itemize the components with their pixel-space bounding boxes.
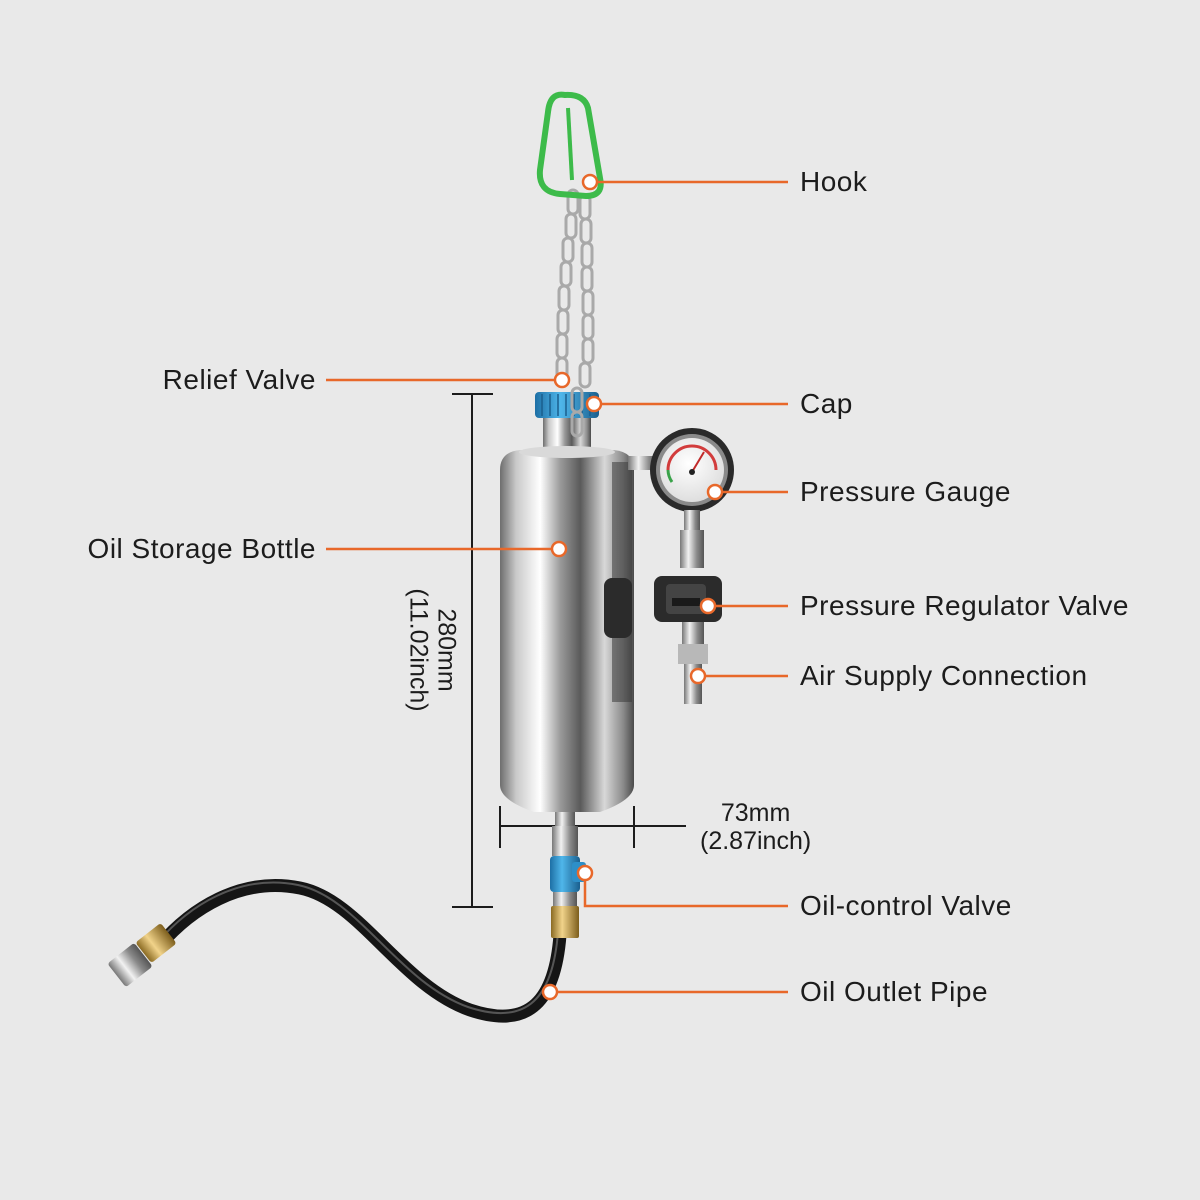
diameter-mm: 73mm	[720, 799, 791, 827]
regulator-stem	[680, 510, 704, 568]
height-dimension-text: 280mm (11.02inch)	[405, 500, 461, 800]
oil-storage-bottle-label: Oil Storage Bottle	[87, 533, 316, 564]
hose-end-fitting	[108, 924, 176, 987]
carabiner-hook	[536, 91, 604, 200]
height-mm: 280mm	[432, 608, 461, 692]
pressure-regulator-marker	[699, 597, 717, 615]
side-knob	[604, 462, 632, 702]
hook-marker	[581, 173, 599, 191]
cap-label: Cap	[800, 388, 853, 419]
width-dimension-line	[499, 806, 686, 848]
pressure-regulator-valve-label: Pressure Regulator Valve	[800, 590, 1129, 621]
oil-outlet-pipe-label: Oil Outlet Pipe	[800, 976, 989, 1007]
height-dimension-line	[452, 393, 493, 908]
air-supply-coupler	[678, 622, 708, 704]
pressure-gauge-label: Pressure Gauge	[800, 476, 1011, 507]
diameter-inch: (2.87inch)	[700, 826, 812, 855]
oil-outlet-pipe-marker	[541, 983, 559, 1001]
leader-lines	[326, 180, 788, 994]
air-supply-connection-label: Air Supply Connection	[800, 660, 1088, 691]
air-supply-marker	[689, 667, 707, 685]
cap-marker	[585, 395, 603, 413]
hook-label: Hook	[800, 166, 868, 197]
oil-storage-bottle-marker	[550, 540, 568, 558]
relief-valve-label: Relief Valve	[162, 364, 316, 395]
leader-endpoints	[541, 173, 724, 1001]
diameter-dimension-text: 73mm (2.87inch)	[700, 799, 812, 855]
hanging-chain	[555, 188, 595, 438]
height-inch: (11.02inch)	[405, 588, 433, 712]
relief-valve-marker	[553, 371, 571, 389]
pressure-gauge-marker	[706, 483, 724, 501]
oil-control-valve-marker	[576, 864, 594, 882]
oil-control-valve-label: Oil-control Valve	[800, 890, 1012, 921]
pressure-gauge-dial	[650, 428, 734, 512]
oil-outlet-hose	[153, 879, 567, 1023]
